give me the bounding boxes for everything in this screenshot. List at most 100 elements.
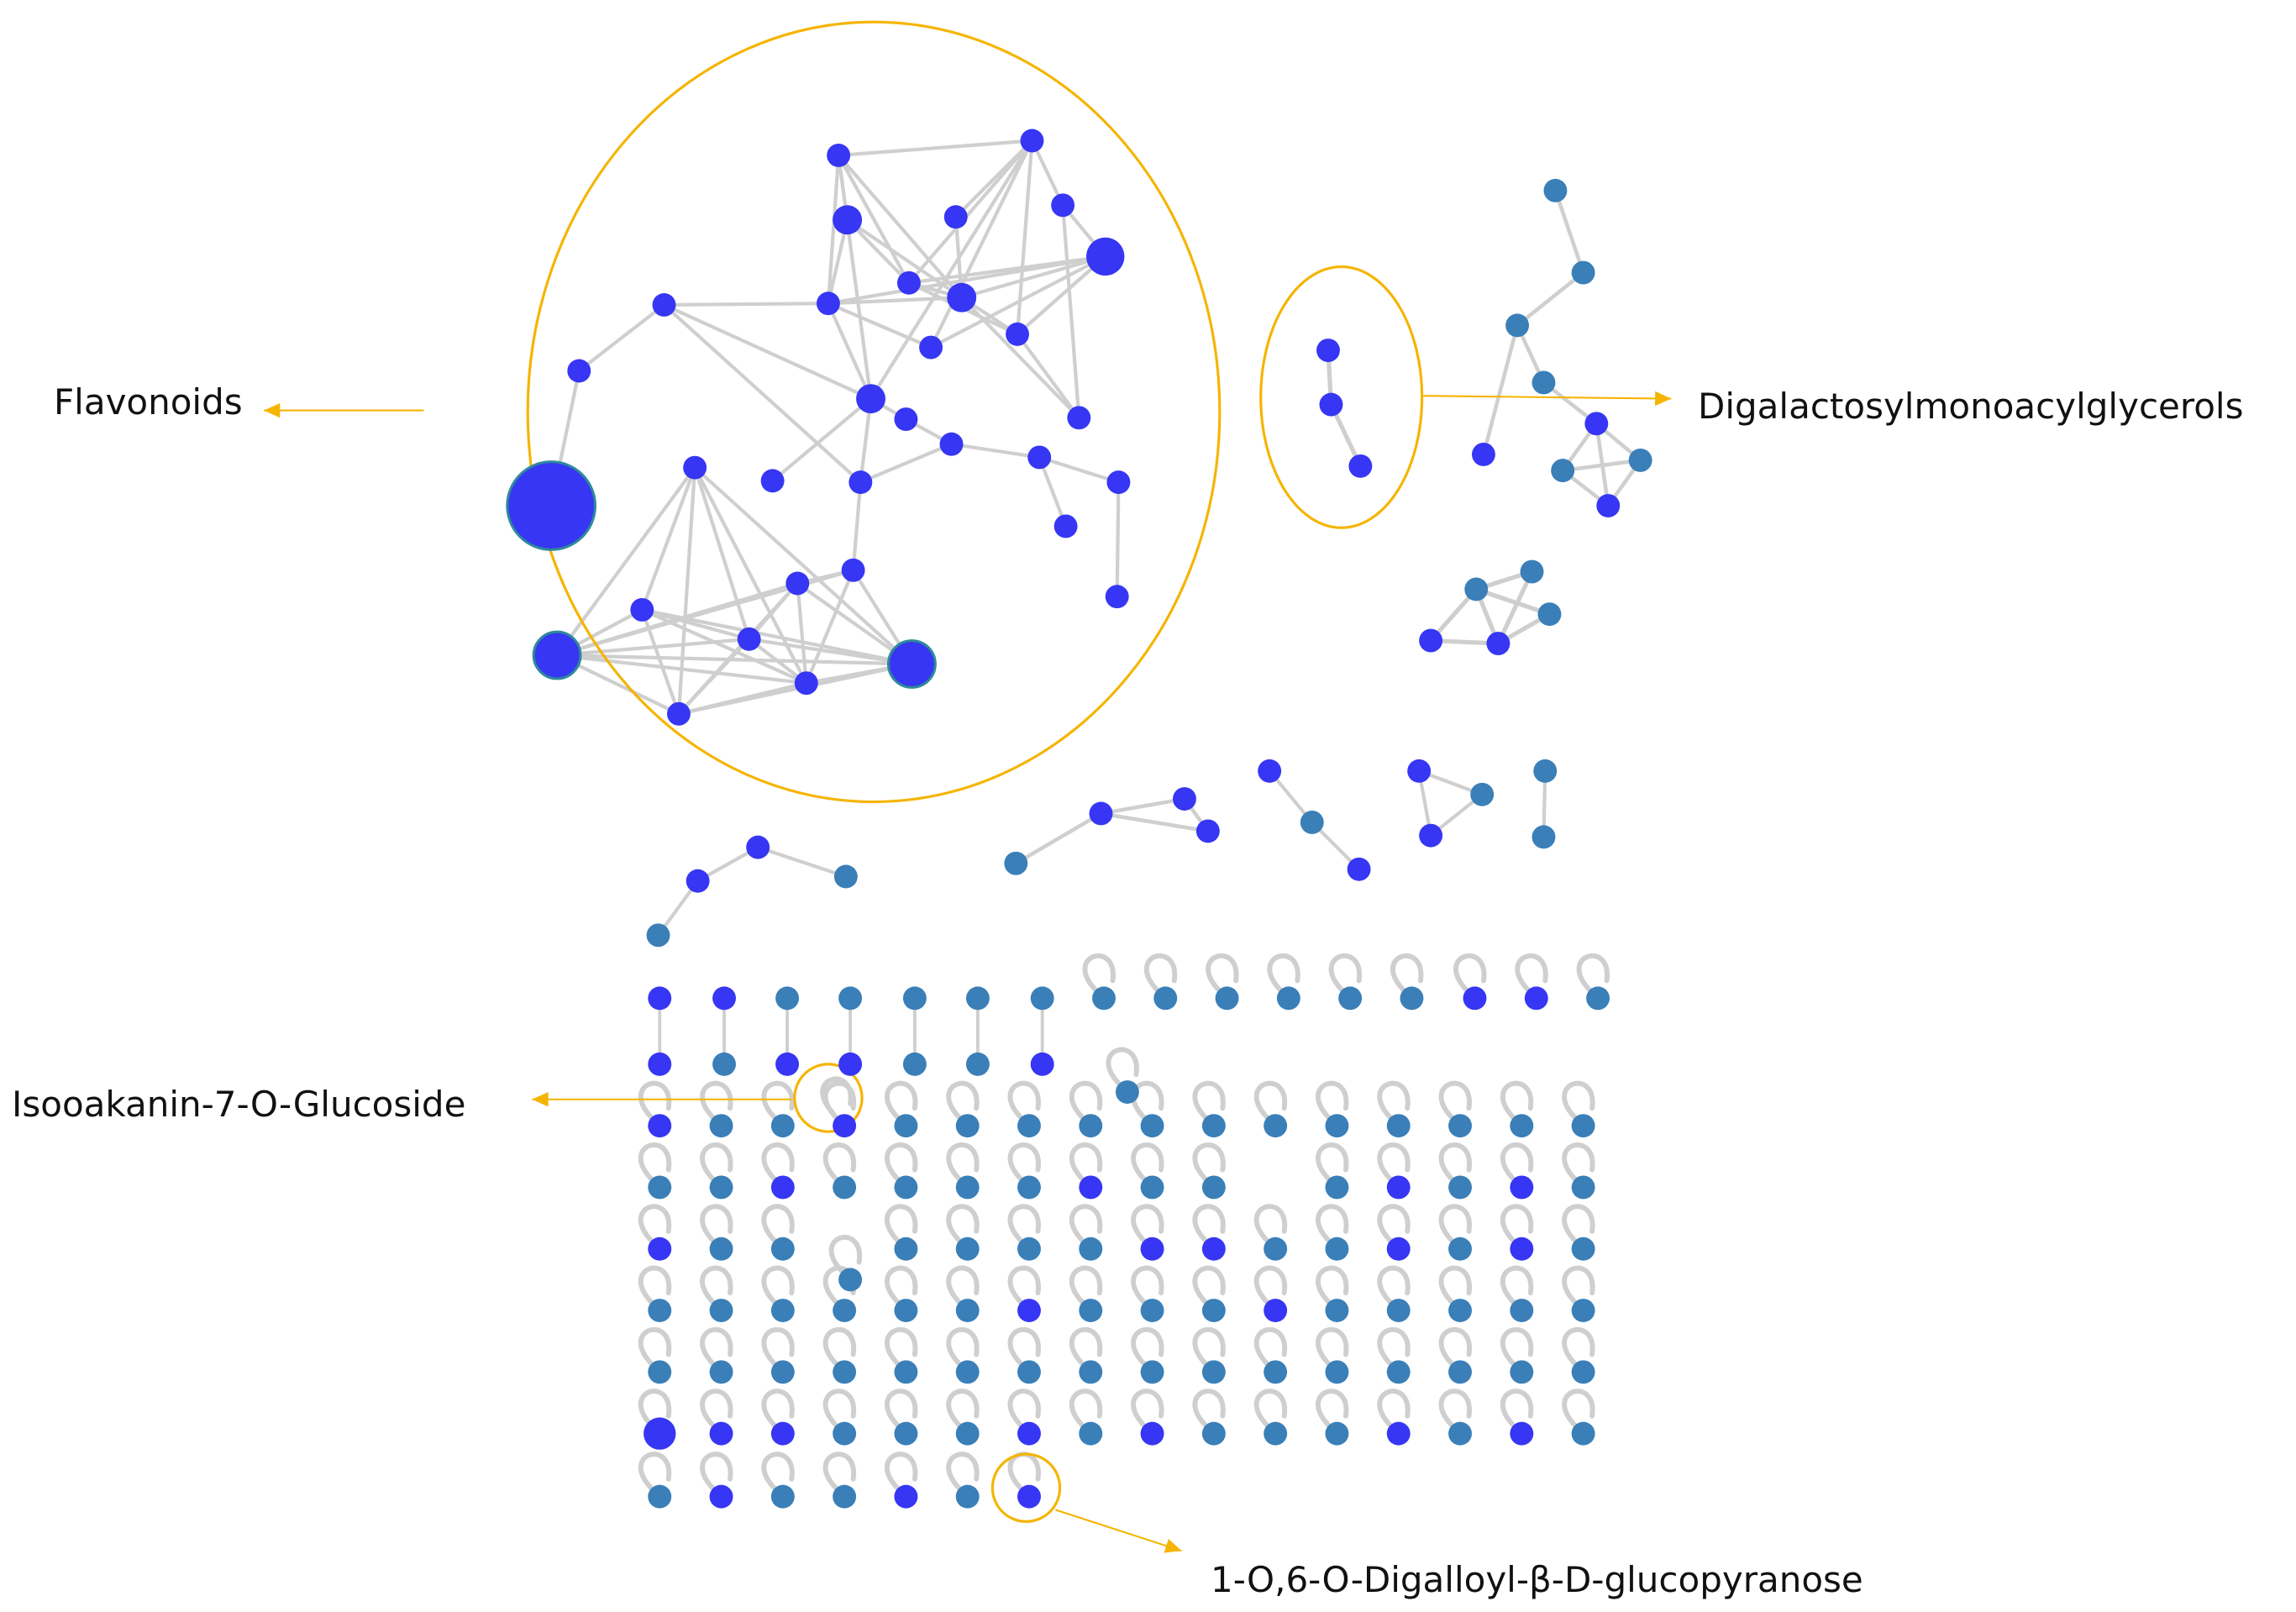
self-loop-edge: [1131, 1265, 1164, 1305]
network-edge: [1038, 455, 1121, 485]
singleton-node: [833, 1175, 857, 1200]
self-loop-edge: [828, 1234, 862, 1273]
network-node: [1089, 801, 1113, 826]
network-node: [1533, 759, 1558, 783]
singleton-node: [709, 1484, 733, 1509]
singleton-node: [648, 1484, 672, 1509]
network-node: [1004, 851, 1028, 875]
network-edge: [837, 153, 911, 285]
network-edge: [1515, 270, 1585, 328]
singleton-node: [1448, 1175, 1472, 1200]
network-edge: [662, 302, 863, 485]
network-edge: [676, 465, 697, 716]
network-edge: [640, 465, 697, 612]
singleton-node: [838, 1268, 863, 1292]
dgmg-highlight-ellipse: [1259, 265, 1424, 529]
self-loop-edge: [1438, 1265, 1472, 1305]
singleton-node: [1571, 1114, 1595, 1138]
flavonoid-node: [833, 205, 863, 235]
digalloyl-arrow-head: [1164, 1538, 1182, 1553]
self-loop-edge: [1131, 1080, 1164, 1120]
flavonoid-node: [630, 597, 654, 622]
self-loop-edge: [1438, 1389, 1472, 1428]
self-loop-edge: [638, 1080, 672, 1120]
isooakanin-arrow-head: [532, 1092, 549, 1107]
network-edge: [747, 637, 914, 666]
network-edge: [1495, 569, 1535, 646]
self-loop-edge: [1069, 1080, 1103, 1120]
network-edge: [851, 480, 863, 572]
singleton-node: [1386, 1360, 1411, 1384]
network-edge: [1061, 203, 1081, 420]
network-edge: [676, 637, 751, 716]
network-edge: [1015, 332, 1081, 420]
self-loop-edge: [1377, 1204, 1411, 1243]
self-loop-edge: [638, 1265, 672, 1305]
network-nodes: [506, 129, 1652, 1509]
singleton-node: [833, 1114, 857, 1138]
self-loop-edge: [700, 1452, 733, 1491]
self-loop-edge: [1131, 1204, 1164, 1243]
network-node: [833, 864, 858, 889]
singleton-node: [1201, 1299, 1226, 1322]
self-loop-edge: [884, 1452, 918, 1491]
network-edge: [837, 153, 964, 300]
self-loop-edge: [1316, 1389, 1349, 1428]
singleton-node: [648, 1360, 672, 1384]
self-loop-edge: [700, 1142, 733, 1181]
self-loop-edge: [820, 1076, 854, 1116]
self-loop-edge: [1316, 1204, 1349, 1243]
network-edge: [826, 302, 933, 349]
network-edge: [869, 139, 1034, 401]
self-loop-edge: [884, 1080, 918, 1120]
singleton-node: [955, 1299, 980, 1322]
self-loop-edge: [761, 1389, 795, 1428]
network-edge: [928, 255, 1107, 349]
self-loop-edge: [638, 1142, 672, 1181]
singleton-node: [1325, 1360, 1349, 1384]
singleton-node: [894, 1237, 918, 1261]
network-edge: [555, 653, 808, 685]
network-edge: [1474, 586, 1553, 617]
singleton-node: [1571, 1360, 1595, 1384]
self-loop-edge: [1562, 1326, 1595, 1366]
network-node: [1628, 448, 1652, 472]
self-loop-edge: [1192, 1265, 1226, 1305]
self-loop-edge: [1316, 1265, 1349, 1305]
network-node: [1347, 857, 1371, 881]
singleton-node: [1386, 1114, 1411, 1138]
self-loop-edge: [1069, 1389, 1103, 1428]
self-loop-edge: [1007, 1326, 1041, 1366]
singleton-node: [894, 1484, 918, 1509]
flavonoid-node: [896, 270, 921, 295]
network-node: [1486, 632, 1511, 656]
flavonoid-node: [1067, 406, 1091, 430]
flavonoid-node: [1027, 445, 1052, 470]
self-loop-edge: [761, 1265, 795, 1305]
network-edge: [676, 662, 914, 716]
self-loop-edge: [946, 1452, 980, 1491]
network-edge: [906, 139, 1034, 285]
network-node: [1537, 602, 1562, 627]
self-loop-edge: [1562, 1142, 1595, 1181]
network-edge: [756, 845, 848, 879]
self-loop-edge: [638, 1389, 672, 1428]
singleton-node: [1153, 986, 1178, 1011]
self-loop-edge: [761, 1080, 795, 1120]
network-edge: [1553, 188, 1585, 275]
singleton-node: [648, 1299, 672, 1322]
self-loop-edge: [1515, 953, 1548, 992]
network-edge: [1481, 323, 1520, 457]
singleton-node: [1140, 1299, 1164, 1322]
singleton-node: [833, 1299, 857, 1322]
singleton-node: [1325, 1237, 1349, 1261]
digalloyl-arrow: [1055, 1509, 1182, 1552]
network-edge: [693, 465, 808, 685]
flavonoid-node: [652, 293, 676, 317]
singleton-node: [709, 1114, 733, 1138]
self-loop-edge: [1131, 1142, 1164, 1181]
flavonoid-node: [737, 627, 761, 651]
flavonoid-node: [894, 407, 918, 432]
singleton-node: [648, 1114, 672, 1138]
network-edge: [1038, 455, 1068, 528]
